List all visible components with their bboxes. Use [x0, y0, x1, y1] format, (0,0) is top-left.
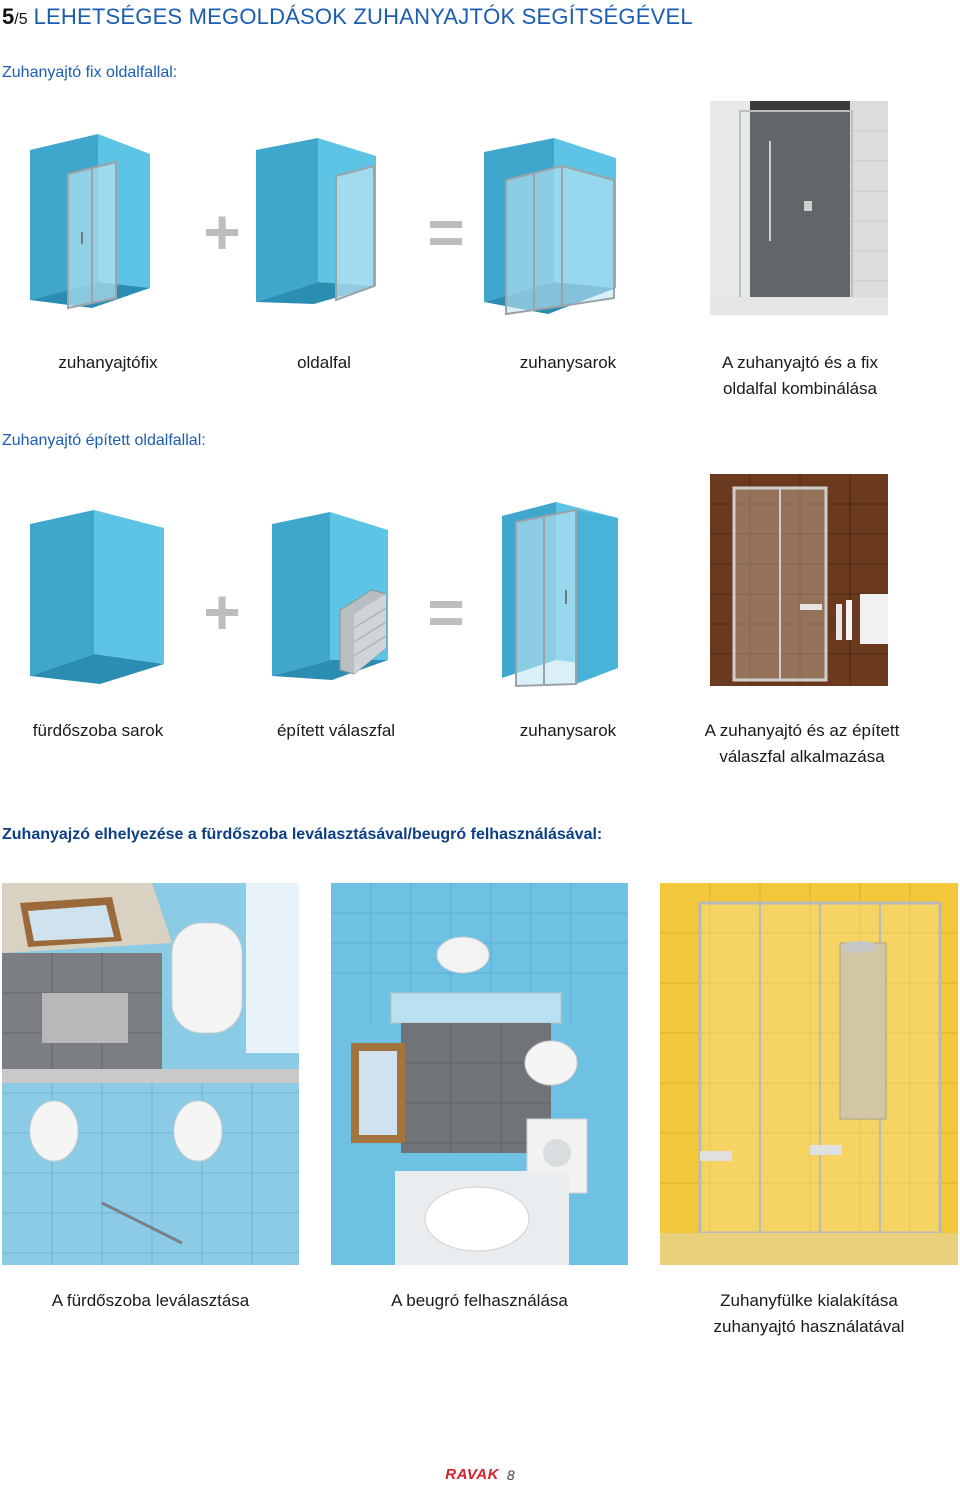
caption-partition-line2: válaszfal alkalmazása [719, 747, 885, 766]
equals-sign: = [427, 576, 465, 648]
illustration-shower-corner-partition [500, 500, 624, 688]
section3-heading: Zuhanyajzó elhelyezése a fürdőszoba levá… [2, 826, 603, 843]
page-footer: RAVAK 8 [0, 1466, 960, 1483]
caption-bathroom-separation: A fürdőszoba leválasztása [51, 1291, 250, 1310]
section-number: 5 [2, 4, 15, 29]
photo-bathroom-separation [2, 883, 299, 1265]
photo-shower-door-with-fixed-panel [710, 101, 888, 315]
page-header: 5 /5 LEHETSÉGES MEGOLDÁSOK ZUHANYAJTÓK S… [2, 4, 693, 34]
photo-using-the-niche [331, 883, 628, 1265]
illustration-bathroom-corner [28, 508, 168, 684]
illustration-shower-door-fix [28, 132, 158, 310]
caption-shower-corner: zuhanysarok [519, 353, 617, 372]
caption-enclosure-line1: Zuhanyfülke kialakítása [720, 1291, 898, 1310]
caption-built-partition: épített válaszfal [276, 721, 396, 740]
ravak-logo: RAVAK [445, 1466, 499, 1483]
equals-sign: = [427, 196, 465, 268]
caption-bathroom-corner: fürdőszoba sarok [32, 721, 164, 740]
caption-shower-door-fix: zuhanyajtófix [58, 353, 158, 372]
photo-shower-enclosure [660, 883, 958, 1265]
section2-heading: Zuhanyajtó épített oldalfallal: [2, 432, 206, 449]
illustration-built-partition [270, 510, 394, 688]
section1-heading: Zuhanyajtó fix oldalfallal: [2, 64, 178, 81]
caption-using-the-niche: A beugró felhasználása [391, 1291, 568, 1310]
section-total: /5 [14, 11, 28, 28]
page-title: LEHETSÉGES MEGOLDÁSOK ZUHANYAJTÓK SEGÍTS… [33, 4, 693, 29]
caption-side-panel: oldalfal [297, 353, 351, 372]
caption-shower-corner: zuhanysarok [519, 721, 617, 740]
illustration-side-panel [254, 136, 384, 306]
caption-partition-line1: A zuhanyajtó és az épített [704, 721, 900, 740]
caption-combination-line2: oldalfal kombinálása [722, 379, 878, 398]
plus-sign: + [203, 196, 241, 268]
page-number: 8 [506, 1466, 515, 1483]
illustration-shower-corner [482, 136, 622, 318]
caption-combination-line1: A zuhanyajtó és a fix [722, 353, 878, 372]
caption-enclosure-line2: zuhanyajtó használatával [713, 1317, 905, 1336]
plus-sign: + [203, 576, 241, 648]
photo-shower-with-built-partition [710, 474, 888, 686]
